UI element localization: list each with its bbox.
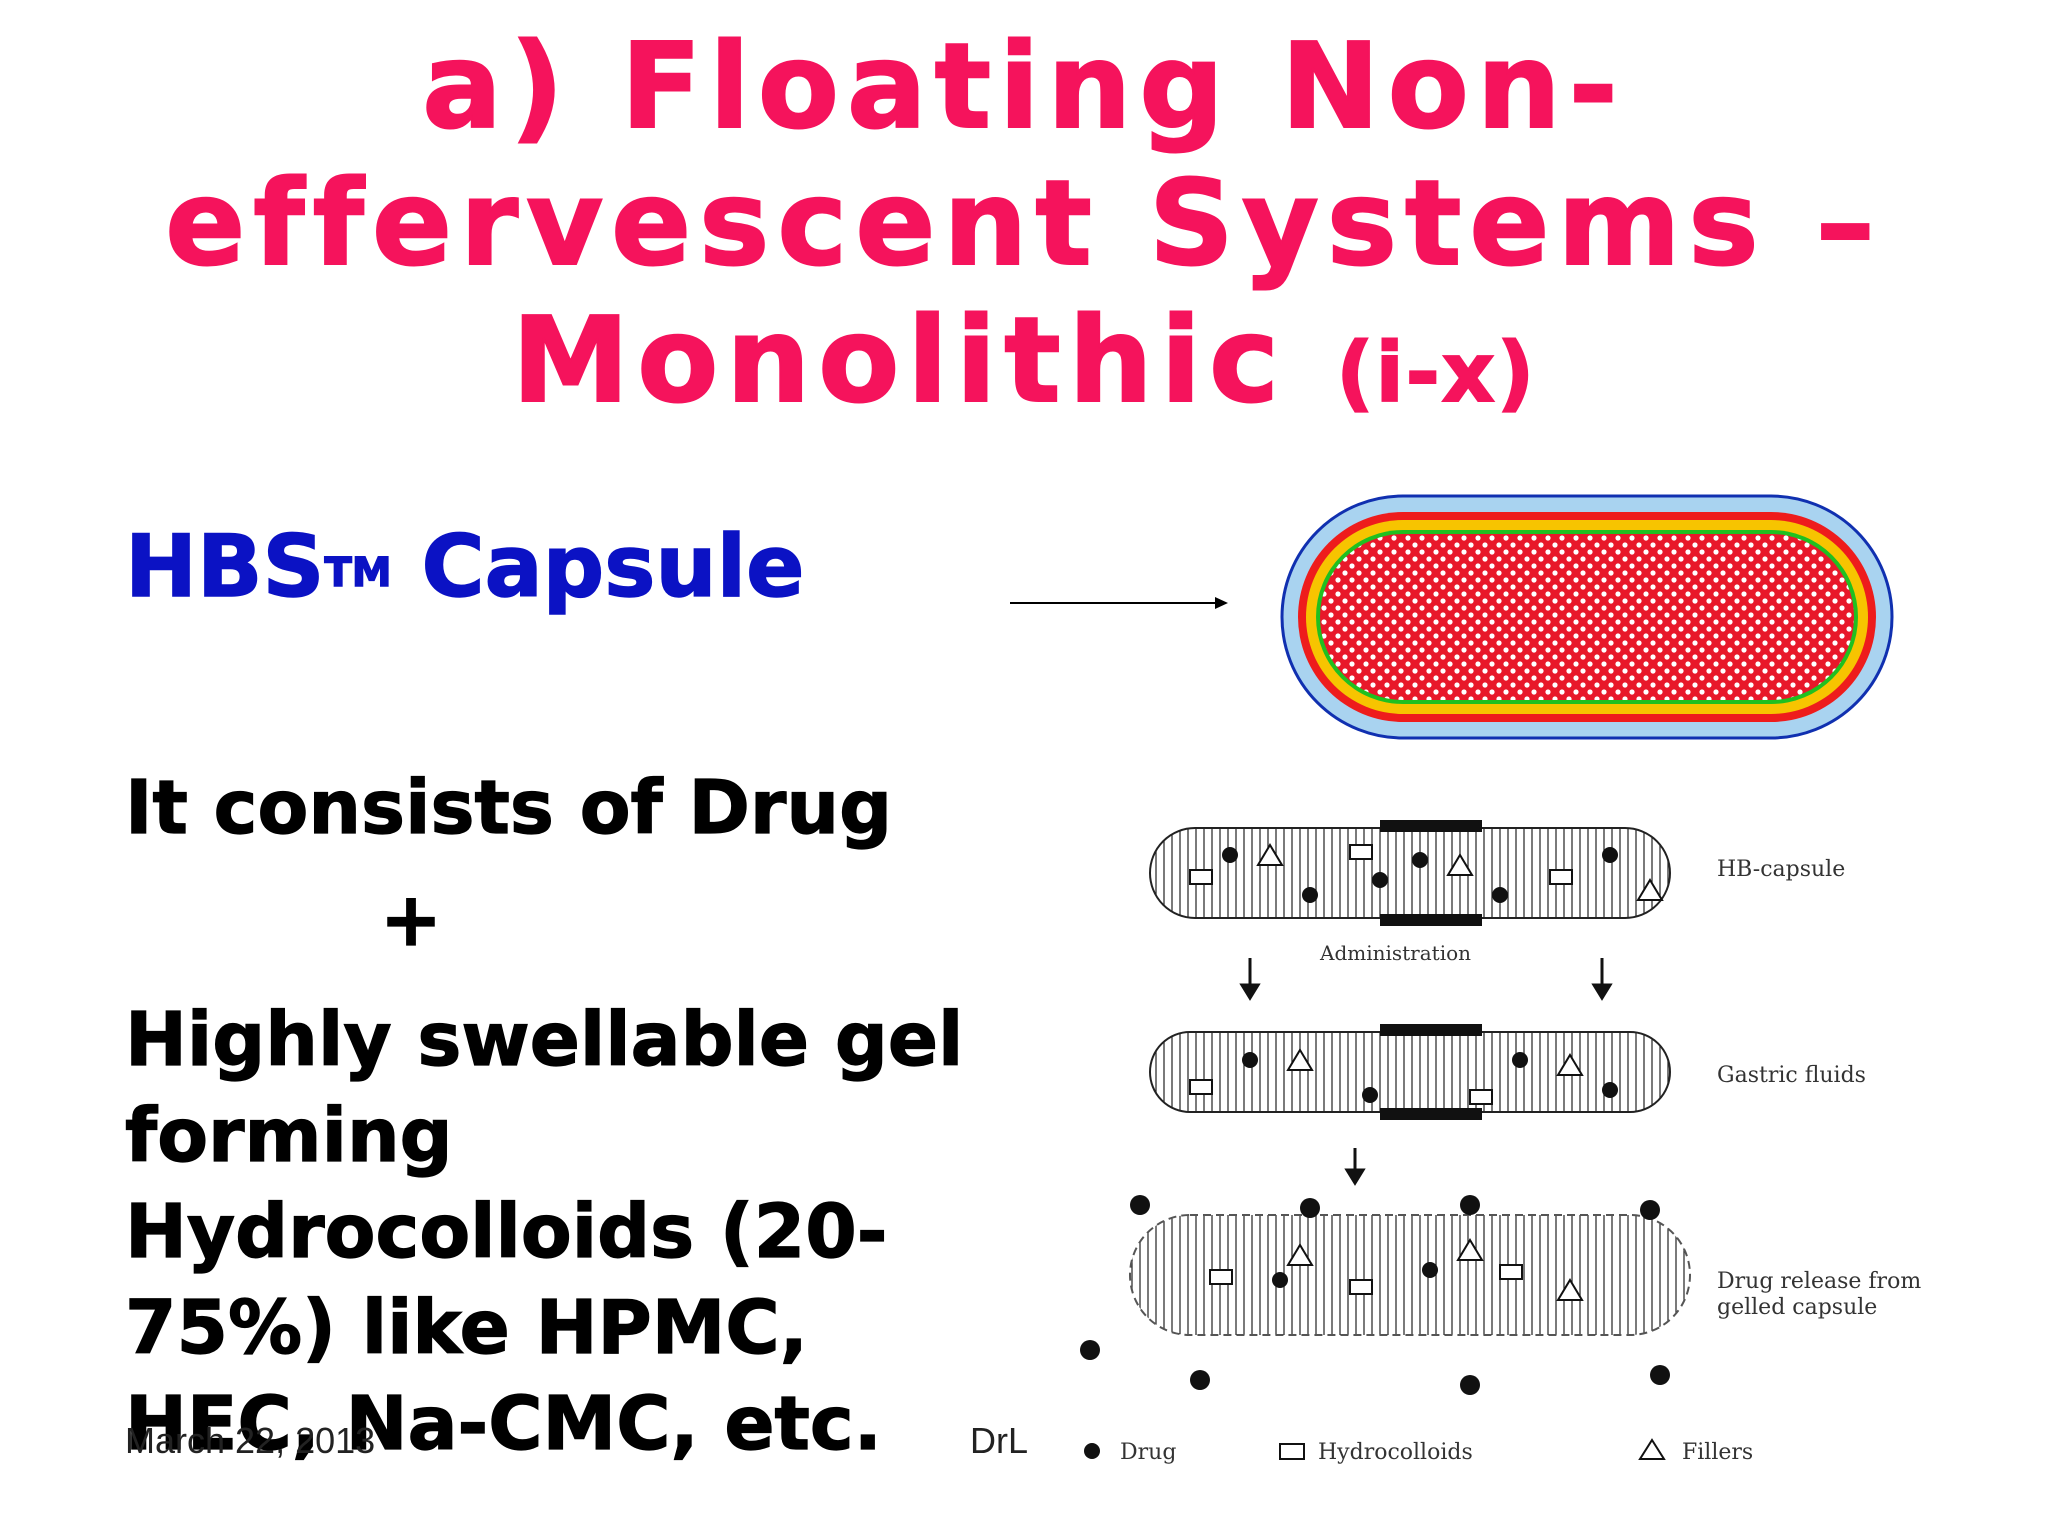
footer-date: March 22, 2013 <box>125 1420 376 1461</box>
down-arrows-2 <box>1344 1148 1366 1186</box>
capsule-core <box>1320 534 1854 700</box>
legend-fillers-icon <box>1638 1438 1666 1460</box>
label-hb-capsule: HB-capsule <box>1717 857 1845 882</box>
hydrocolloids-paragraph: Highly swellable gel forming Hydrocolloi… <box>124 996 964 1467</box>
title-line-1: a) Floating Non- <box>421 17 1626 156</box>
trademark-mark: TM <box>324 549 393 597</box>
hbs-mechanism-diagram: HB-capsule Administration Gastric fluids <box>1080 820 1921 1465</box>
legend-fillers: Fillers <box>1682 1440 1753 1465</box>
hbs-capsule-heading: HBSTM Capsule <box>124 512 805 622</box>
down-arrows-1 <box>1239 958 1613 1001</box>
footer-author: DrL <box>970 1420 1029 1461</box>
label-gastric-fluids: Gastric fluids <box>1717 1063 1866 1088</box>
legend-hydrocolloids: Hydrocolloids <box>1318 1440 1473 1465</box>
stage-gastric-fluids <box>1149 1024 1671 1120</box>
title-monolithic: Monolithic <box>511 291 1288 430</box>
label-administration: Administration <box>1319 941 1471 965</box>
legend-drug-icon <box>1084 1443 1100 1459</box>
legend-hydrocolloids-icon <box>1279 1443 1305 1460</box>
hbs-text: HBS <box>124 516 325 618</box>
stage-gelled-capsule <box>1080 1195 1691 1395</box>
label-drug-release-1: Drug release from <box>1717 1269 1921 1294</box>
hbs-capsule-illustration <box>1280 494 1894 740</box>
stage-hb-capsule <box>1149 820 1671 926</box>
title-line-3: Monolithic (i-x) <box>0 291 2048 442</box>
consists-of-line: It consists of Drug <box>124 764 893 851</box>
pointer-arrow <box>1010 597 1228 609</box>
diagram-legend: Drug Hydrocolloids Fillers <box>1084 1438 1753 1465</box>
title-suffix: (i-x) <box>1335 325 1537 422</box>
slide-title: a) Floating Non- effervescent Systems – … <box>0 17 2048 442</box>
title-line-2: effervescent Systems – <box>164 154 1883 293</box>
legend-drug: Drug <box>1120 1440 1176 1465</box>
plus-sign: + <box>379 876 443 963</box>
capsule-text: Capsule <box>391 516 805 618</box>
label-drug-release-2: gelled capsule <box>1717 1295 1877 1320</box>
